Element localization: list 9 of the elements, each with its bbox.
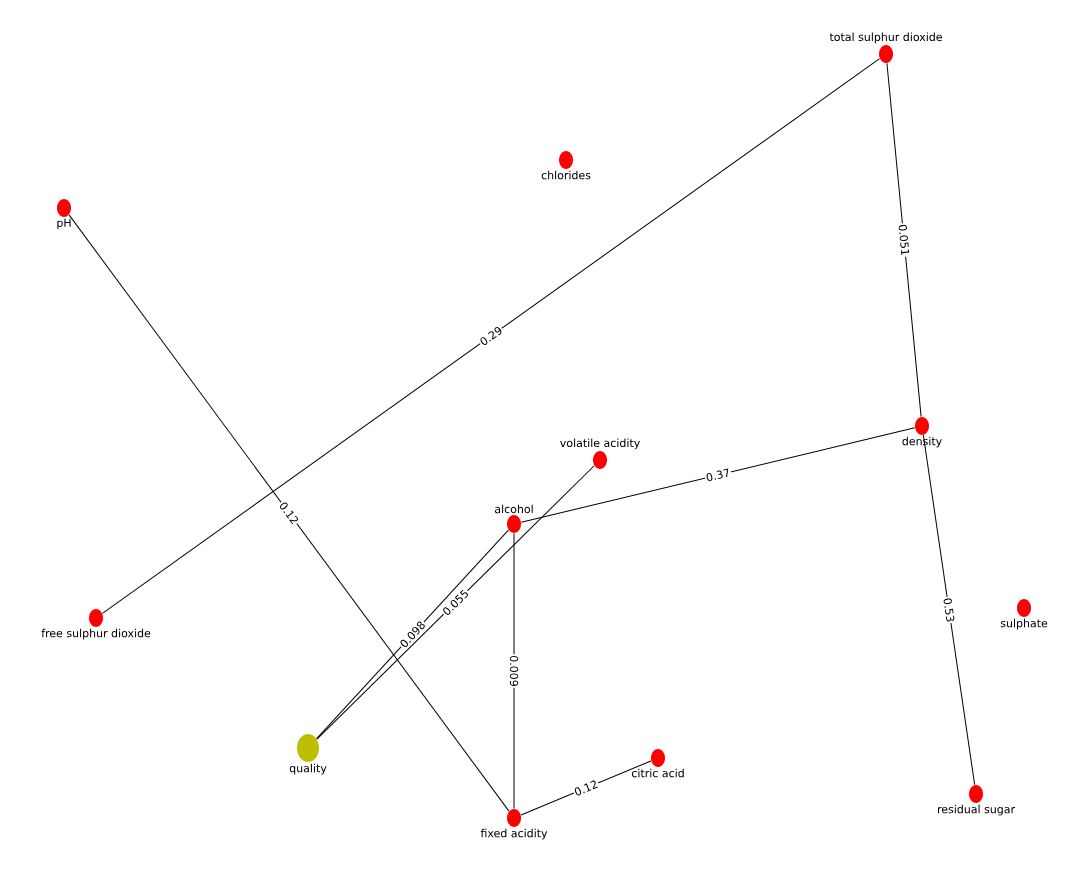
connector: [101, 58, 881, 614]
connector: [68, 214, 510, 812]
connector: [520, 427, 916, 523]
connector: [520, 760, 652, 816]
connector: [513, 532, 515, 810]
connector: [316, 529, 509, 740]
connector: [886, 62, 922, 418]
connector: [922, 434, 976, 786]
connector: [316, 465, 595, 740]
